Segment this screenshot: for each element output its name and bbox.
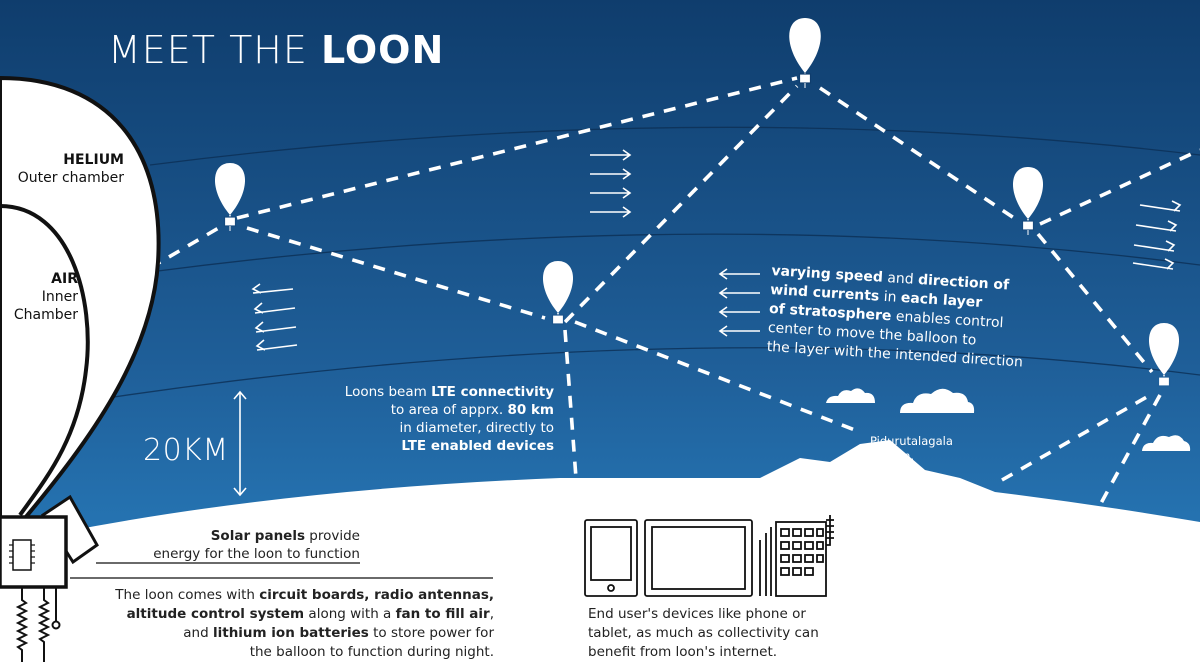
payload-frame bbox=[0, 515, 68, 589]
circuit-board-icon bbox=[12, 539, 32, 571]
link-2 bbox=[149, 224, 223, 270]
balloons bbox=[214, 18, 1180, 387]
layer-line-1 bbox=[149, 126, 1200, 166]
title-bold: LOON bbox=[321, 28, 445, 72]
ground-horizon bbox=[0, 440, 1200, 670]
cloud-2 bbox=[900, 388, 975, 413]
wind-arrows-right-1 bbox=[590, 149, 632, 218]
lte-coverage-note: Loons beam LTE connectivity to area of a… bbox=[344, 384, 554, 454]
device-icons bbox=[584, 515, 834, 597]
mountain-height: 2524m. bbox=[870, 449, 915, 463]
link-4 bbox=[563, 84, 799, 324]
clouds bbox=[826, 388, 1191, 451]
sensor-icon bbox=[51, 620, 61, 630]
tablet-icon bbox=[584, 519, 638, 597]
inner-chamber-shape bbox=[0, 204, 90, 517]
air-desc-1: Inner bbox=[41, 289, 78, 305]
signal-links bbox=[149, 76, 1200, 506]
helium-label: HELIUM Outer chamber bbox=[0, 151, 124, 187]
link-3 bbox=[246, 226, 546, 320]
layer-line-3 bbox=[0, 347, 1200, 416]
helium-name: HELIUM bbox=[63, 152, 124, 168]
link-5 bbox=[818, 86, 1022, 224]
balloon-left bbox=[214, 163, 246, 231]
payload-note: The loon comes with circuit boards, radi… bbox=[115, 587, 494, 660]
devices-note: End user's devices like phone or tablet,… bbox=[588, 606, 819, 660]
altitude-label: 20KM bbox=[143, 433, 229, 468]
wind-arrows-left-1 bbox=[251, 283, 298, 351]
cloud-3 bbox=[1142, 435, 1191, 451]
solar-panel-note: Solar panels provide energy for the loon… bbox=[153, 528, 360, 562]
air-name: AIR bbox=[51, 271, 78, 287]
link-7 bbox=[574, 320, 861, 434]
wind-arrows-right-2 bbox=[1132, 200, 1182, 270]
link-9 bbox=[1036, 232, 1154, 374]
page-title: MEET THE LOON bbox=[108, 28, 444, 72]
antenna-icon bbox=[15, 587, 29, 662]
laptop-screen-icon bbox=[644, 519, 753, 597]
large-balloon-envelope bbox=[0, 75, 161, 543]
link-8 bbox=[563, 329, 578, 479]
leader-lines bbox=[70, 562, 493, 579]
air-label: AIR Inner Chamber bbox=[0, 270, 78, 324]
altitude-arrow bbox=[233, 390, 247, 497]
air-desc-2: Chamber bbox=[13, 307, 78, 323]
mountain-name: Pidurutalagala bbox=[870, 434, 953, 448]
balloon-far-right bbox=[1148, 323, 1180, 387]
payload-box bbox=[0, 494, 99, 662]
atmosphere-layers bbox=[0, 126, 1200, 416]
balloon-top bbox=[789, 18, 821, 88]
wind-arrows-left-2 bbox=[718, 268, 760, 337]
balloon-center bbox=[542, 261, 574, 325]
layer-line-2 bbox=[149, 233, 1200, 273]
wind-arrows bbox=[251, 149, 1182, 351]
wind-currents-note: varying speed and direction of wind curr… bbox=[766, 262, 1024, 371]
outer-chamber-shape bbox=[0, 75, 161, 543]
link-1 bbox=[236, 76, 798, 220]
building-icon bbox=[759, 515, 834, 597]
antenna-icon-2 bbox=[37, 587, 51, 662]
mountain-label: Pidurutalagala 2524m. bbox=[870, 434, 953, 464]
link-10 bbox=[1001, 392, 1153, 482]
balloon-right bbox=[1012, 167, 1044, 235]
cloud-1 bbox=[826, 388, 875, 403]
helium-desc: Outer chamber bbox=[17, 170, 124, 186]
title-light: MEET THE bbox=[108, 28, 308, 72]
link-6 bbox=[1039, 148, 1200, 226]
